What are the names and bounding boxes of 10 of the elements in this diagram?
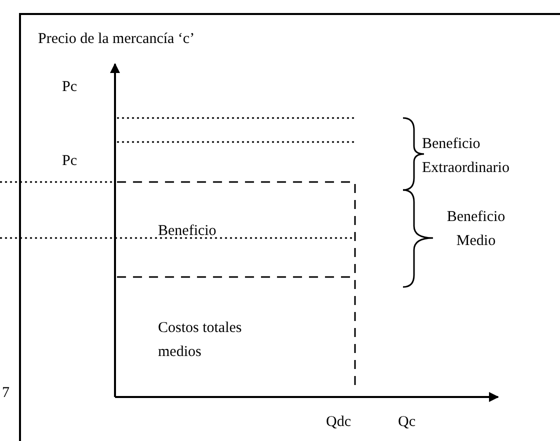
axis-label: Precio de la mercancía ‘c’ <box>38 30 196 49</box>
axis-label: Beneficio Medio <box>446 208 506 251</box>
axis-label: 7 <box>2 384 10 403</box>
axis-label: Pc <box>62 152 78 171</box>
axis-label: Qc <box>398 413 416 432</box>
axis-label: Costos totales medios <box>158 319 243 362</box>
axis-label: Beneficio <box>158 222 218 241</box>
axis-label: Beneficio Extraordinario <box>422 135 510 178</box>
axis-label: Pc <box>62 78 78 97</box>
axis-label: Qdc <box>326 413 352 432</box>
